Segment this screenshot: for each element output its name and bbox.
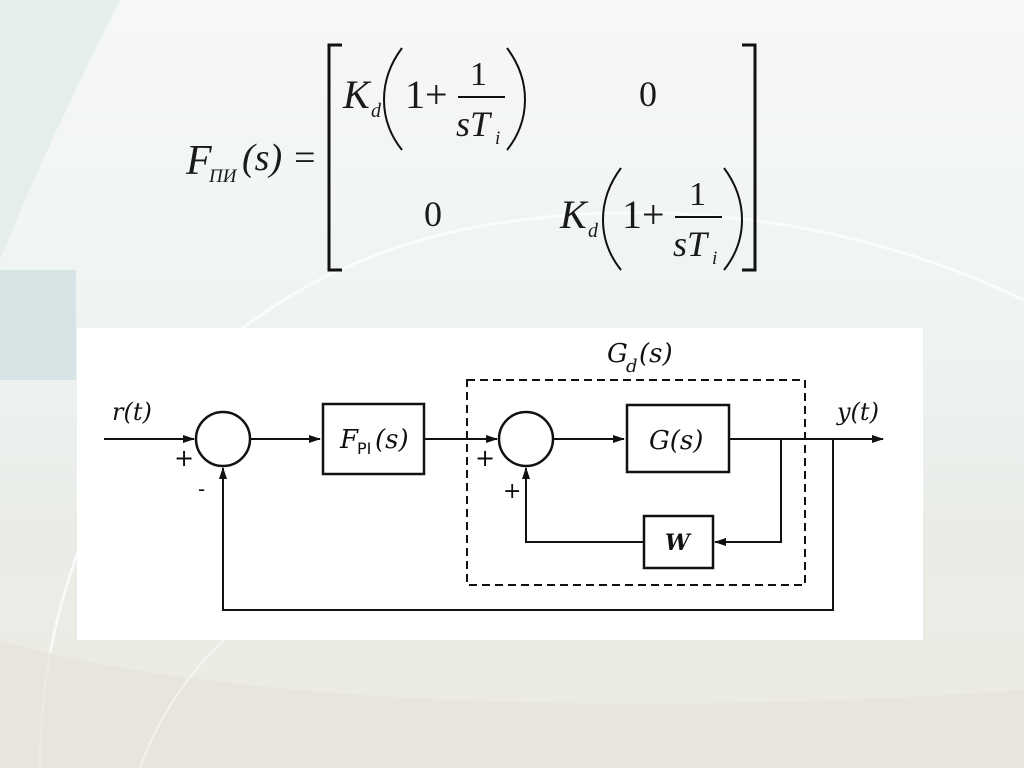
- entry-11-right-paren: [506, 47, 526, 151]
- entry-22-one-plus: 1+: [622, 192, 665, 237]
- decoupler-feedback-path: [522, 467, 644, 543]
- entry-11-denominator: sT: [456, 104, 493, 144]
- pi-controller-block: [321, 402, 426, 476]
- matrix-entry-22: K d 1+ 1 sT i: [559, 167, 743, 271]
- input-label: r(t): [112, 398, 152, 426]
- matrix-left-bracket: [327, 43, 342, 272]
- matrix-entry-11: K d 1+ 1 sT i: [342, 47, 526, 151]
- entry-11-k: K: [342, 72, 372, 117]
- pi-controller-f: F: [339, 425, 359, 455]
- decoupled-plant-argument: (s): [639, 339, 673, 369]
- output-label: y(t): [836, 398, 879, 426]
- formula-lhs-f: F: [185, 138, 212, 184]
- plant-block: [625, 403, 731, 474]
- matrix-entry-12: 0: [639, 74, 657, 114]
- background-band-left: [0, 270, 76, 380]
- decoupled-plant-group: [466, 379, 806, 586]
- entry-22-numerator: 1: [689, 176, 706, 213]
- entry-22-right-paren: [723, 167, 743, 271]
- entry-22-denominator-subscript: i: [712, 248, 717, 269]
- decoupler-input-path: [714, 439, 782, 546]
- block-diagram-panel: r(t) + - F PI (s) G d (s) + + G(s) y(t): [77, 328, 923, 640]
- matrix-entry-21: 0: [424, 194, 442, 234]
- summing-junction-1: [194, 410, 252, 468]
- decoupled-plant-g: G: [607, 339, 628, 369]
- entry-11-k-subscript: d: [371, 100, 382, 122]
- entry-22-left-paren: [602, 167, 622, 271]
- decoupler-label: W: [665, 530, 692, 556]
- outer-feedback-path: [219, 439, 834, 611]
- plant-label: G(s): [649, 426, 703, 456]
- summing-junction-1-minus: -: [198, 477, 205, 501]
- summing-junction-2-plus-left: +: [475, 444, 495, 472]
- entry-22-denominator: sT: [673, 224, 710, 264]
- entry-22-k-subscript: d: [588, 220, 599, 242]
- summing-junction-2: [497, 410, 555, 468]
- summing-junction-2-plus-bottom: +: [503, 479, 521, 504]
- pi-controller-subscript: PI: [357, 439, 371, 458]
- decoupled-plant-subscript: d: [626, 356, 638, 377]
- background-curve-left: [0, 0, 120, 260]
- entry-11-numerator: 1: [470, 56, 487, 93]
- summing-junction-1-plus: +: [174, 444, 194, 472]
- entry-22-k: K: [559, 192, 589, 237]
- decoupler-block: [642, 514, 715, 570]
- transfer-matrix-formula: F ПИ (s) = K d 1+ 1 sT i 0 0 K d 1+ 1 sT…: [185, 43, 757, 272]
- formula-lhs-argument: (s) =: [242, 137, 317, 179]
- background-arc-lower: [0, 640, 1024, 768]
- matrix-right-bracket: [742, 43, 757, 272]
- entry-11-one-plus: 1+: [405, 72, 448, 117]
- entry-11-left-paren: [383, 47, 403, 151]
- pi-controller-argument: (s): [375, 425, 409, 455]
- entry-11-denominator-subscript: i: [495, 128, 500, 149]
- block-diagram: r(t) + - F PI (s) G d (s) + + G(s) y(t): [104, 339, 884, 611]
- formula-lhs-subscript: ПИ: [208, 166, 238, 187]
